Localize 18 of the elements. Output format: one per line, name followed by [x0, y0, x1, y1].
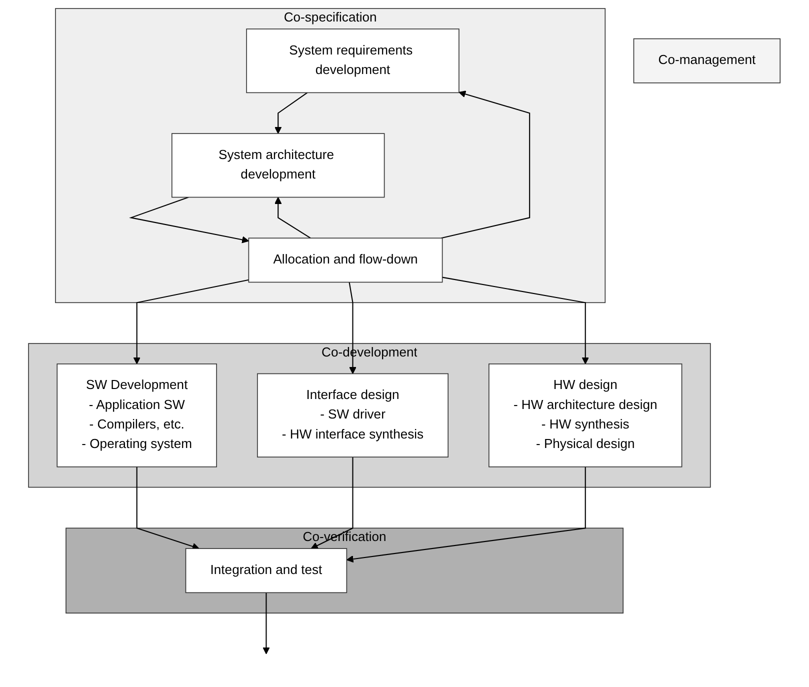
- arrow: [129, 196, 250, 244]
- arrow: [136, 466, 200, 550]
- arrow: [348, 282, 356, 374]
- arrow: [262, 592, 270, 654]
- node-box: Co-management: [634, 38, 781, 84]
- node-box: Integration and test: [186, 548, 348, 594]
- node-box: Allocation and flow-down: [248, 238, 443, 283]
- node-box: HW design - HW architecture design - HW synthesis - Physical design: [488, 364, 682, 468]
- arrow: [346, 466, 586, 563]
- arrow: [133, 279, 249, 364]
- node-box: System architecture development: [172, 133, 385, 198]
- arrow: [441, 90, 530, 239]
- node-box: SW Development - Application SW - Compilers, etc. - Operating system: [56, 364, 218, 468]
- arrow: [274, 92, 308, 134]
- arrow: [442, 276, 590, 364]
- arrow: [274, 196, 311, 239]
- node-box: System requirements development: [246, 28, 460, 94]
- node-box: Interface design - SW driver - HW interface synthesis: [257, 373, 449, 458]
